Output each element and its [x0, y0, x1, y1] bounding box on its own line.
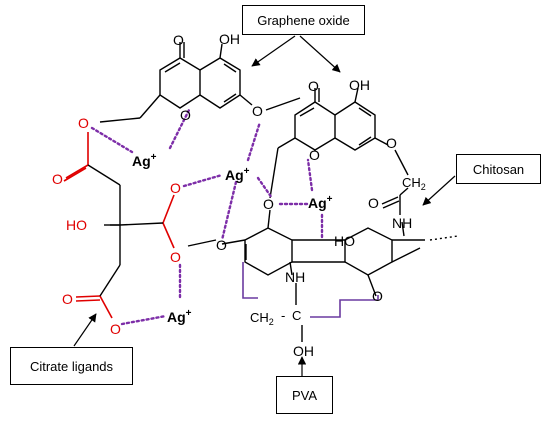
ring-2-o: O	[372, 288, 383, 304]
ring-o-1: O	[180, 107, 191, 123]
ring-sub-o: O	[263, 196, 274, 212]
citrate-o-mid-upper: O	[170, 180, 181, 196]
pva-oh: OH	[293, 343, 314, 359]
ch2-chitosan: CH2	[402, 175, 426, 192]
oh-1: OH	[219, 31, 240, 47]
amide-nh: NH	[392, 215, 412, 231]
pva-callout: PVA	[276, 376, 333, 414]
ether-o-2: O	[386, 135, 397, 151]
citrate-o-carbonyl-bottom: O	[62, 291, 73, 307]
graphene-oxide-callout: Graphene oxide	[242, 5, 365, 35]
chitosan-ho: HO	[334, 233, 355, 249]
silver-coordination-bonds	[90, 106, 324, 326]
carbonyl-o-2: O	[308, 78, 319, 94]
silver-ion-1: Ag+	[132, 152, 157, 169]
chitosan-chain	[221, 187, 459, 297]
citrate-o-bottom: O	[110, 321, 121, 337]
carbonyl-o-1: O	[173, 32, 184, 48]
silver-ion-4: Ag+	[167, 308, 192, 325]
graphene-oxide-label: Graphene oxide	[257, 12, 350, 28]
pva-c: C	[292, 308, 301, 323]
graphene-oxide-fragment-1	[99, 42, 301, 123]
citrate-o-top: O	[78, 115, 89, 131]
citrate-ligand	[63, 132, 175, 319]
atom-labels: O OH O O O OH O O O O O O O O HO O O NH …	[52, 31, 426, 359]
citrate-o-mid-lower: O	[170, 249, 181, 265]
pva-dash: -	[281, 308, 285, 323]
graphene-oxide-fragment-2	[269, 87, 409, 199]
citrate-o-carbonyl-top: O	[52, 171, 63, 187]
silver-ion-2: Ag+	[225, 166, 250, 183]
glycosidic-o-1: O	[216, 237, 227, 253]
citrate-ligands-label: Citrate ligands	[29, 358, 114, 374]
ch2-pva: CH2	[250, 310, 274, 327]
citrate-ligands-callout: Citrate ligands	[10, 347, 133, 385]
citrate-backbone	[87, 164, 217, 297]
pva-backbone	[295, 283, 303, 342]
chitosan-callout: Chitosan	[456, 154, 541, 184]
amide-o: O	[368, 195, 379, 211]
ether-o-1: O	[252, 103, 263, 119]
amine-nh-1: NH	[285, 269, 305, 285]
chitosan-label: Chitosan	[472, 161, 525, 177]
pva-chain	[242, 262, 379, 318]
callout-arrows	[73, 35, 456, 376]
ring-o-2: O	[309, 147, 320, 163]
silver-ion-3: Ag+	[308, 194, 333, 211]
oh-2: OH	[349, 77, 370, 93]
pva-label: PVA	[291, 387, 318, 403]
citrate-ho: HO	[66, 217, 87, 233]
